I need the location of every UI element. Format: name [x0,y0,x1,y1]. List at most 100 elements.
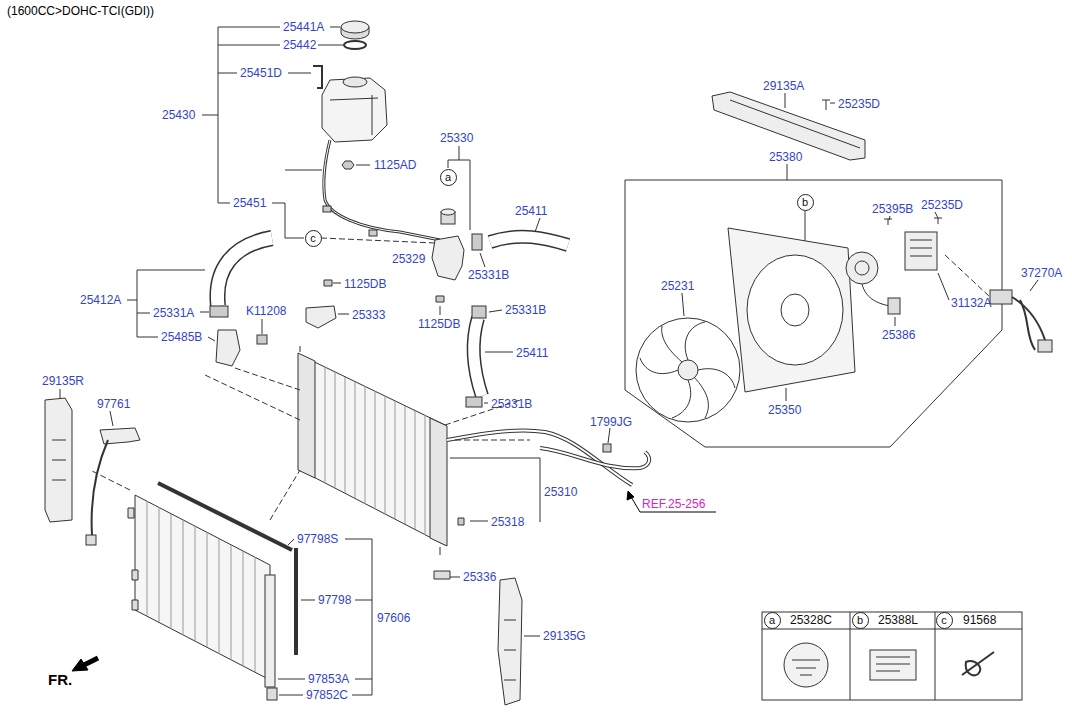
condenser [135,495,270,680]
reservoir-tank [313,66,322,88]
reference-arrow [627,491,716,512]
callout-number: 25329 [392,252,425,266]
callout-number: 37270A [1021,266,1062,280]
callout-number: 25442 [283,38,316,52]
radiator [458,518,464,525]
leader-lines [356,165,370,166]
water-outlet [432,209,482,302]
callout-number: 25451 [233,196,266,210]
reference-arrow [630,495,716,512]
callout-number: 25395B [872,202,913,216]
callout-number: 1799JG [590,415,632,429]
radiator [298,353,315,478]
table-cell: 25388L [878,613,918,627]
fan-resistor [910,240,932,256]
parts-table [762,612,1022,700]
leader-lines [608,428,610,443]
callout-number: 31132A [951,296,991,310]
radiator [447,430,632,485]
reservoir-cap [344,41,366,49]
radiator-hoses [490,237,568,245]
callout-number: 25412A [80,293,121,307]
reservoir-tank [324,140,440,240]
reference-arrow [627,491,634,500]
callout-number: 97798 [318,593,351,607]
callout-number: 25235D [921,198,963,212]
leader-lines [524,636,540,637]
callout-number: 97853A [308,672,349,686]
fan-assembly-outline [625,180,1002,447]
callout-number: 97852C [306,688,348,702]
top-cover [822,100,830,110]
table-cell: 25328C [790,613,832,627]
circle-letter: a [764,612,781,629]
callout-number: 25441A [283,20,324,34]
radiator [430,418,447,546]
radiator [325,367,425,535]
cooling-fan [636,318,740,422]
circle-letter-text: c [941,614,947,626]
radiator-hoses [490,237,568,245]
wiring-harness [1020,300,1035,350]
sensor-bracket [100,428,140,444]
table-cell: 91568 [963,613,996,627]
radiator-hoses [324,280,332,286]
circle-letter-text: a [769,614,775,626]
callout-number: 25380 [769,150,802,164]
callout-number: 1125DB [344,277,386,291]
cooling-fan [678,360,698,380]
callout-number: 25331B [491,397,532,411]
condenser [147,501,255,672]
circle-letter: b [852,612,869,629]
callout-number: 1125DB [418,317,460,331]
circle-letter: a [440,169,457,186]
circle-letter-text: c [310,232,316,244]
wiring-harness [990,290,1012,304]
parts-table [762,612,1022,700]
radiator [540,448,649,468]
circle-letter: b [797,194,814,211]
direction-label: FR. [48,672,72,688]
fan-resistor [934,218,942,224]
radiator [300,346,440,555]
condenser [147,501,255,672]
radiator-hoses [466,397,482,407]
radiator [300,355,445,545]
radiator-hoses [306,306,336,328]
radiator-hoses [474,318,482,396]
callout-number: 29135G [543,629,586,643]
leader-lines [272,170,322,238]
diagram-title: (1600CC>DOHC-TCI(GDI)) [7,4,154,18]
air-guard [45,398,522,705]
cooling-fan [640,322,735,418]
condenser [294,548,298,655]
callout-number: 25411 [516,346,548,360]
fan-resistor [905,218,942,270]
parts-table [762,612,1022,700]
fan-motor [862,284,890,306]
radiator [603,444,611,452]
cooling-fan [636,318,740,422]
circle-letter-text: b [857,614,863,626]
callout-number: 25235D [838,97,880,111]
fan-shroud [781,294,809,326]
air-guard [45,398,72,522]
radiator-hoses [472,306,486,318]
condenser [128,483,296,700]
condenser [128,508,138,610]
circle-letter: c [305,230,322,247]
fan-assembly-outline [625,180,1002,447]
air-guard [504,620,516,680]
parts-table [962,652,994,675]
radiator-hoses [210,306,228,317]
callout-number: 25451D [240,66,282,80]
sensor-bracket [92,440,108,535]
radiator [540,448,649,468]
reservoir-cap [341,21,369,49]
leader-lines [805,211,806,244]
water-outlet [441,209,455,215]
reservoir-tank [322,78,387,142]
parts-table [870,650,916,680]
callout-number: 97798S [297,532,338,546]
